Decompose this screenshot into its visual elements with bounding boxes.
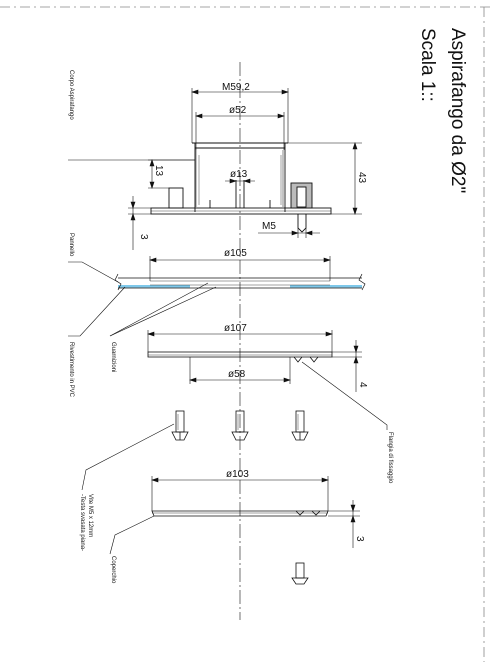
callout-pannello: Pannello bbox=[68, 233, 74, 257]
dim-h43-label: 43 bbox=[356, 172, 367, 184]
callout-corpo: Corpo Aspirafango bbox=[68, 70, 74, 120]
dim-d107-label: ø107 bbox=[224, 323, 247, 334]
dim-d58-label: ø58 bbox=[228, 369, 246, 380]
flangia-fissaggio bbox=[147, 351, 333, 363]
dim-d103 bbox=[151, 476, 329, 511]
viti-m5 bbox=[171, 410, 309, 441]
sheet-frame bbox=[0, 6, 491, 662]
callout-rivestimento: Rivestimento in PVC bbox=[68, 342, 74, 398]
dim-t3-bottom bbox=[328, 500, 360, 548]
dim-d13-label: ø13 bbox=[230, 169, 248, 180]
dim-m5-label: M5 bbox=[262, 221, 276, 232]
leader-lines bbox=[68, 159, 388, 555]
pannello bbox=[114, 273, 366, 291]
dim-d105-label: ø105 bbox=[224, 248, 247, 259]
drawing-title: Aspirafango da Ø2" bbox=[447, 28, 468, 193]
dim-d52 bbox=[195, 112, 285, 150]
callout-flangia: Flangia di fissaggio bbox=[387, 432, 393, 484]
dim-d52-label: ø52 bbox=[229, 105, 247, 116]
screw-right bbox=[291, 410, 309, 441]
dim-d58 bbox=[189, 357, 291, 384]
screw-left bbox=[171, 410, 189, 441]
dim-t3-top bbox=[128, 196, 151, 250]
dim-d105 bbox=[149, 256, 331, 281]
dim-d13 bbox=[225, 178, 255, 184]
title-block: Aspirafango da Ø2" Scala 1:: bbox=[417, 28, 468, 193]
callout-guarnizioni: Guarnizioni bbox=[110, 342, 116, 372]
dim-h43 bbox=[288, 142, 362, 215]
dim-m5 bbox=[258, 228, 320, 238]
screw-bottom bbox=[291, 562, 309, 585]
dim-m59-2-label: M59,2 bbox=[222, 82, 250, 93]
callout-vite-line2: -Testa svasata piana- bbox=[79, 494, 85, 551]
dim-t3-top-label: 3 bbox=[138, 234, 149, 240]
screw-center bbox=[231, 410, 249, 441]
dim-h13-label: 13 bbox=[153, 165, 164, 177]
callout-vite-line1: Vite M5 x 12mm bbox=[87, 494, 93, 537]
dim-d103-label: ø103 bbox=[226, 469, 249, 480]
dim-t4 bbox=[332, 340, 362, 392]
dim-t4-label: 4 bbox=[357, 382, 368, 388]
dim-t3-bottom-label: 3 bbox=[354, 536, 365, 542]
drawing-scale: Scala 1:: bbox=[417, 28, 438, 102]
corpo-aspirafango bbox=[150, 142, 332, 233]
dim-m59-2 bbox=[191, 88, 289, 143]
dim-d107 bbox=[147, 330, 333, 352]
coperchio bbox=[151, 510, 329, 517]
callout-coperchio: Coperchio bbox=[110, 556, 116, 584]
